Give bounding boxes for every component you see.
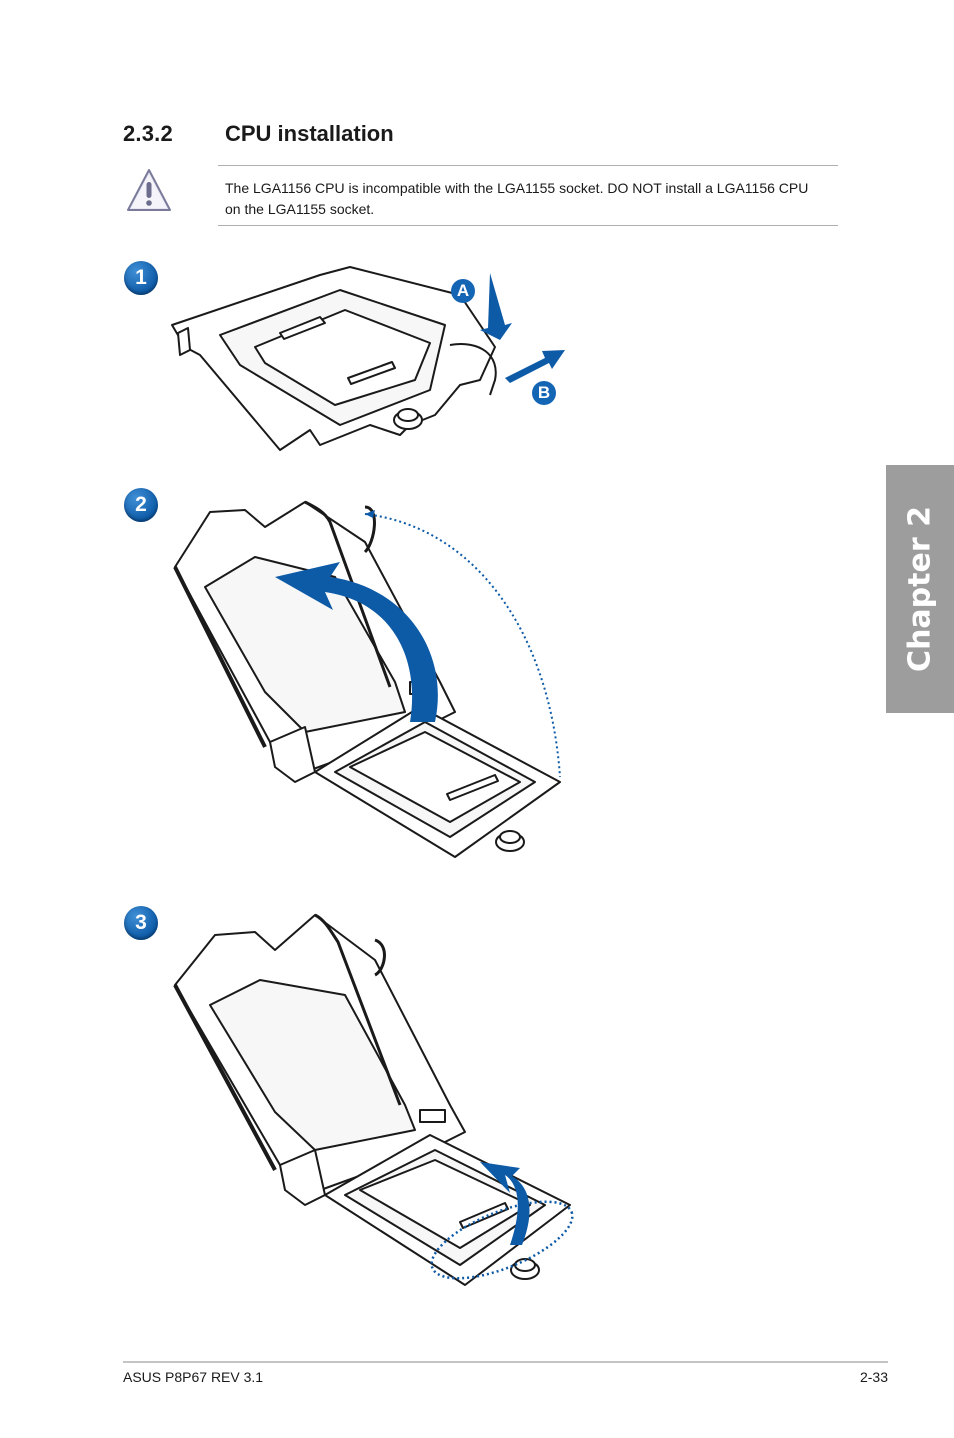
arrow-b bbox=[505, 350, 565, 383]
label-a-badge: A bbox=[451, 279, 475, 303]
note-top-rule bbox=[218, 165, 838, 166]
step-badge-3: 3 bbox=[124, 906, 158, 940]
chapter-tab-label: Chapter 2 bbox=[902, 506, 938, 672]
footer-rule bbox=[123, 1361, 888, 1363]
step-3-illustration bbox=[173, 913, 574, 1286]
lift-arrow bbox=[480, 1162, 530, 1245]
chapter-tab: Chapter 2 bbox=[886, 465, 954, 713]
highlight-dotted-ellipse bbox=[430, 1200, 574, 1280]
step-1-illustration bbox=[171, 266, 565, 451]
warning-triangle-icon bbox=[127, 169, 171, 211]
note-bottom-rule bbox=[218, 225, 838, 226]
label-b-badge: B bbox=[532, 381, 556, 405]
section-title: CPU installation bbox=[225, 121, 394, 146]
note-text: The LGA1156 CPU is incompatible with the… bbox=[225, 180, 809, 217]
footer-product: ASUS P8P67 REV 3.1 bbox=[123, 1369, 264, 1385]
step-2-illustration bbox=[173, 500, 561, 858]
footer-page-number: 2-33 bbox=[859, 1369, 888, 1385]
arrow-a bbox=[480, 273, 512, 340]
step-badge-2: 2 bbox=[124, 488, 158, 522]
section-number: 2.3.2 bbox=[123, 121, 173, 146]
step-badge-1: 1 bbox=[124, 261, 158, 295]
lever-arrow bbox=[275, 562, 438, 722]
